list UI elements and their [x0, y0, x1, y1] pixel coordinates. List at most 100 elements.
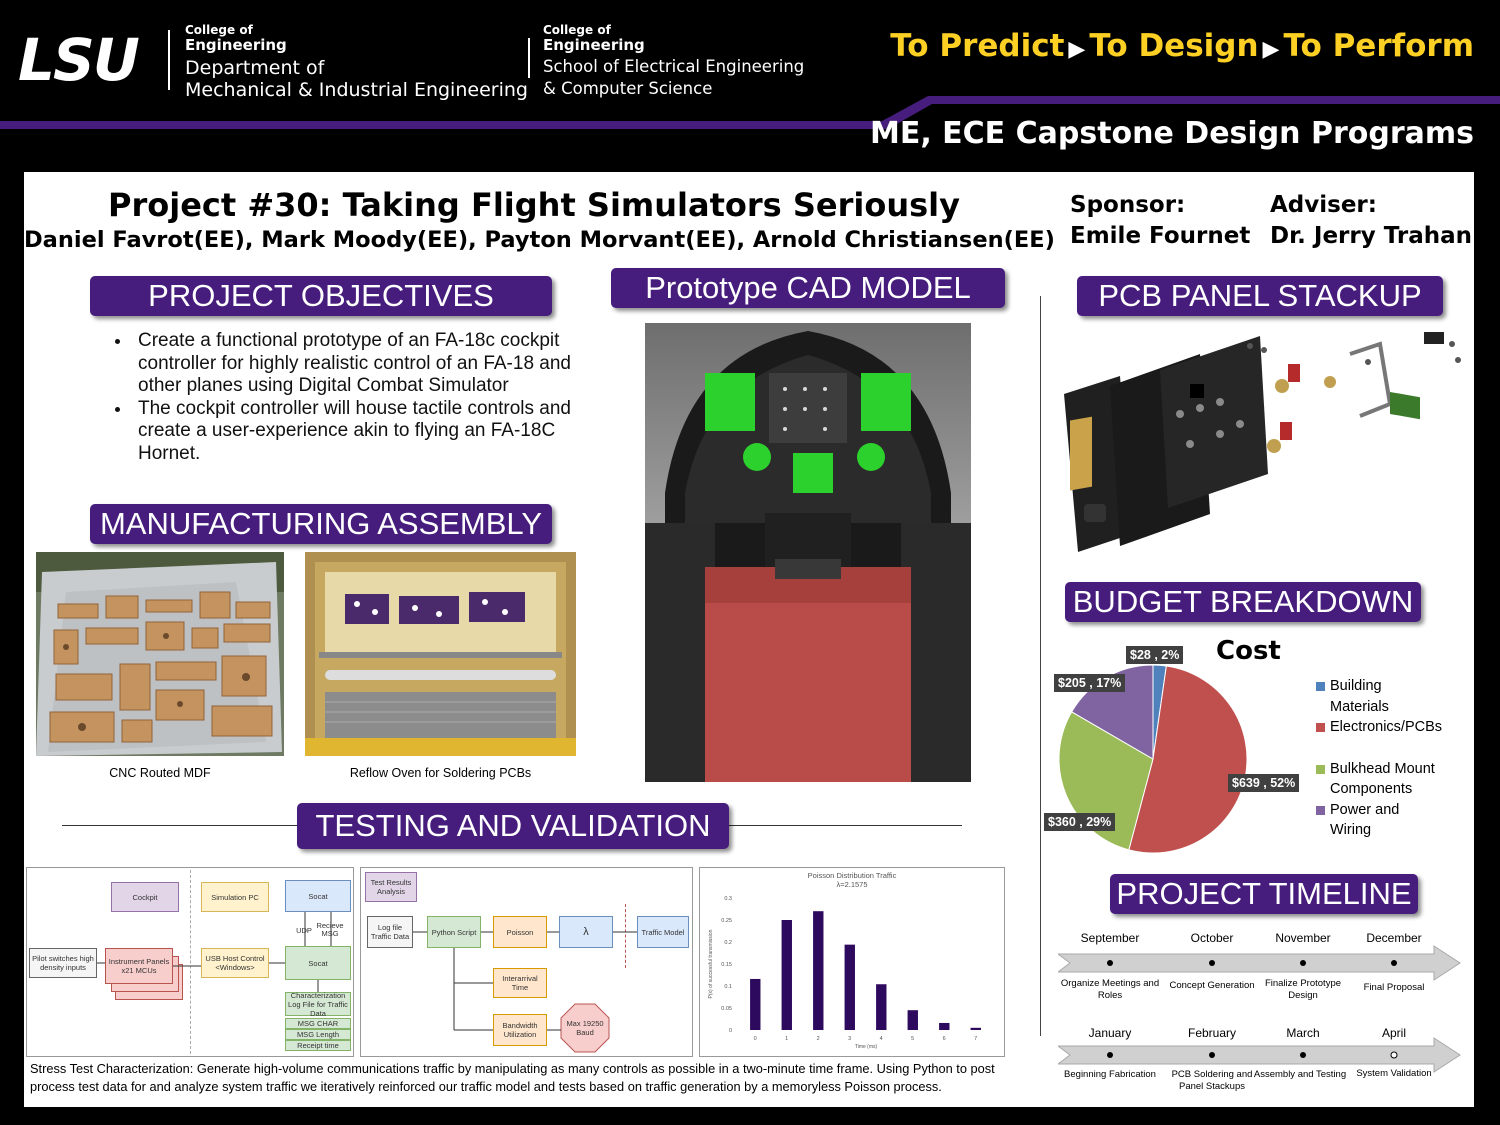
legend-swatch — [1316, 723, 1325, 732]
project-title: Project #30: Taking Flight Simulators Se… — [108, 186, 960, 224]
usb-host-node: USB Host Control <Windows> — [201, 948, 269, 978]
simulation-pc-node: Simulation PC — [201, 882, 269, 912]
x-tick-label: 7 — [974, 1036, 977, 1042]
legend-label: Wiring — [1330, 822, 1372, 838]
timeline-month: March — [1286, 1026, 1320, 1040]
timeline-arrow-spring — [1058, 1037, 1461, 1073]
caption-reflow: Reflow Oven for Soldering PCBs — [349, 766, 532, 780]
bandwidth-node: Bandwidth Utilization — [493, 1014, 547, 1046]
objective-item: Create a functional prototype of an FA-1… — [132, 330, 582, 398]
column-divider — [1040, 296, 1041, 1036]
section-header-cad: Prototype CAD MODEL — [611, 268, 1005, 308]
stress-test-description: Stress Test Characterization: Generate h… — [30, 1061, 995, 1094]
legend-swatch — [1316, 805, 1325, 815]
timeline-month: April — [1381, 1026, 1406, 1040]
timeline-task: PCB Soldering and Panel Stackups — [1171, 1069, 1253, 1092]
timeline-month: February — [1187, 1026, 1237, 1040]
timeline-task: Assembly and Testing — [1253, 1069, 1347, 1080]
school-line-2: & Computer Science — [543, 79, 713, 98]
timeline-month: November — [1275, 931, 1331, 945]
section-header-budget: BUDGET BREAKDOWN — [1065, 582, 1421, 622]
y-tick-label: 0 — [729, 1028, 732, 1034]
section-header-testing: TESTING AND VALIDATION — [297, 803, 729, 849]
section-header-pcb: PCB PANEL STACKUP — [1077, 276, 1443, 316]
engineering-label: Engineering — [543, 36, 645, 54]
dept-line-2: Mechanical & Industrial Engineering — [185, 79, 528, 101]
bar — [970, 1027, 981, 1030]
test-results-node: Test Results Analysis — [365, 872, 417, 902]
timeline-month: January — [1088, 1026, 1132, 1040]
bar — [907, 1010, 918, 1030]
engineering-label: Engineering — [185, 36, 287, 54]
school-line-1: School of Electrical Engineering — [543, 57, 805, 76]
purple-swoosh-stripe — [0, 96, 1500, 129]
y-tick-label: 0.05 — [721, 1006, 732, 1012]
college-block-me: College of Engineering Department of Mec… — [185, 23, 528, 101]
timeline-task: System Validation — [1356, 1068, 1432, 1079]
y-tick-label: 0.1 — [724, 984, 732, 990]
timeline-task: Beginning Fabrication — [1064, 1069, 1156, 1080]
legend-item: Power and Wiring — [1314, 800, 1464, 841]
objectives-list: Create a functional prototype of an FA-1… — [106, 330, 582, 465]
x-tick-label: 1 — [785, 1036, 788, 1042]
bar-chart-title: Poisson Distribution Traffic — [807, 871, 897, 880]
college-of-label: College of — [543, 23, 611, 37]
header-banner: LSU College of Engineering Department of… — [0, 0, 1500, 170]
adviser-label: Adviser: — [1270, 192, 1377, 218]
flowchart-connectors — [413, 931, 637, 1053]
adviser-name: Dr. Jerry Trahan — [1270, 223, 1473, 249]
team-members: Daniel Favrot(EE), Mark Moody(EE), Payto… — [24, 227, 1055, 253]
timeline-task: Concept Generation — [1169, 980, 1255, 991]
msg-char-field: MSG CHAR — [285, 1018, 351, 1029]
legend-item: Bulkhead Mount Components — [1314, 759, 1464, 800]
x-axis-label: Time (ms) — [855, 1044, 878, 1050]
cnc-mdf-photo — [36, 552, 284, 756]
pie-legend: Building Materials Electronics/PCBs Bulk… — [1314, 676, 1464, 841]
log-file-node: Log file Traffic Data — [367, 916, 413, 948]
section-header-manufacturing: MANUFACTURING ASSEMBLY — [90, 504, 552, 544]
pcb-stackup-exploded-view — [1064, 332, 1461, 552]
bar — [939, 1022, 950, 1030]
timeline-task: Final Proposal — [1363, 982, 1425, 993]
interarrival-node: Interarrival Time — [493, 968, 547, 998]
bar — [750, 978, 761, 1030]
legend-label: Electronics/PCBs — [1330, 719, 1443, 735]
legend-label: Bulkhead Mount — [1330, 760, 1435, 777]
header-divider — [528, 38, 530, 78]
section-header-timeline: PROJECT TIMELINE — [1110, 874, 1418, 914]
flow-divider — [625, 904, 626, 968]
x-tick-label: 5 — [911, 1036, 914, 1042]
cockpit-node: Cockpit — [111, 882, 179, 912]
poisson-node: Poisson — [493, 916, 547, 948]
pilot-switches-node: Pilot switches high density inputs — [29, 948, 97, 978]
diagram-connectors — [97, 912, 332, 992]
bar — [844, 944, 855, 1030]
tagline-predict: To Predict — [890, 28, 1065, 64]
college-block-ece: College of Engineering School of Electri… — [543, 23, 804, 100]
x-tick-label: 0 — [754, 1036, 757, 1042]
tagline-perform: To Perform — [1283, 28, 1474, 64]
traffic-model-node: Traffic Model — [637, 916, 689, 948]
lambda-node: λ — [559, 916, 613, 948]
x-tick-label: 2 — [817, 1036, 820, 1042]
pie-chart-title: Cost — [1216, 636, 1281, 666]
timeline-task: Organize Meetings and Roles — [1060, 978, 1160, 1001]
legend-label: Power and — [1330, 801, 1400, 818]
timeline-month: September — [1080, 931, 1140, 945]
timeline-arrow-fall — [1058, 945, 1461, 981]
poster-panel: Project #30: Taking Flight Simulators Se… — [24, 172, 1474, 1107]
socat-top-node: Socat — [285, 880, 351, 912]
max-baud-label: Max 19250 Baud — [566, 1019, 604, 1037]
college-of-label: College of — [185, 23, 253, 37]
reflow-oven-photo — [305, 552, 576, 756]
x-tick-label: 4 — [880, 1036, 883, 1042]
arrow-right-icon: ▶ — [1262, 37, 1280, 62]
y-tick-label: 0.15 — [721, 962, 732, 968]
legend-swatch — [1316, 764, 1325, 774]
x-tick-label: 6 — [943, 1036, 946, 1042]
pie-data-label: $28 , 2% — [1126, 646, 1184, 664]
bar-chart-subtitle: λ=2.1575 — [836, 880, 868, 889]
sponsor-name: Emile Fournet — [1070, 223, 1251, 249]
pie-data-label: $639 , 52% — [1228, 774, 1300, 792]
